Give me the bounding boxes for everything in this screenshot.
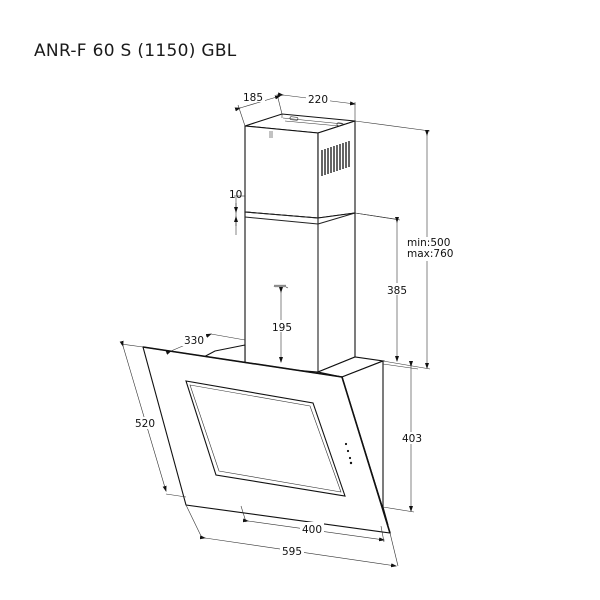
dim-glass-height: 520: [135, 418, 155, 430]
dim-body-depth: 330: [184, 335, 204, 347]
dim-height-min: min:500: [407, 237, 450, 249]
hood-body: [142, 344, 391, 534]
control-buttons-icon: [344, 442, 353, 465]
dim-lower-chimney: 385: [387, 285, 407, 297]
upper-chimney: [244, 113, 356, 219]
dim-total-width: 595: [282, 546, 302, 558]
dim-inner-width: 400: [302, 524, 322, 536]
dim-outlet-height: 195: [272, 322, 292, 334]
dim-chimney-width: 220: [308, 94, 328, 106]
outlet-symbol-icon: [273, 284, 289, 289]
dim-telescopic-gap: 10: [229, 189, 242, 201]
dim-body-height: 403: [402, 433, 422, 445]
model-title: ANR-F 60 S (1150) GBL: [34, 41, 237, 61]
dim-height-max: max:760: [407, 248, 453, 260]
vent-slots-icon: [321, 141, 350, 176]
lower-chimney: [244, 211, 396, 373]
dim-chimney-depth: 185: [243, 92, 263, 104]
